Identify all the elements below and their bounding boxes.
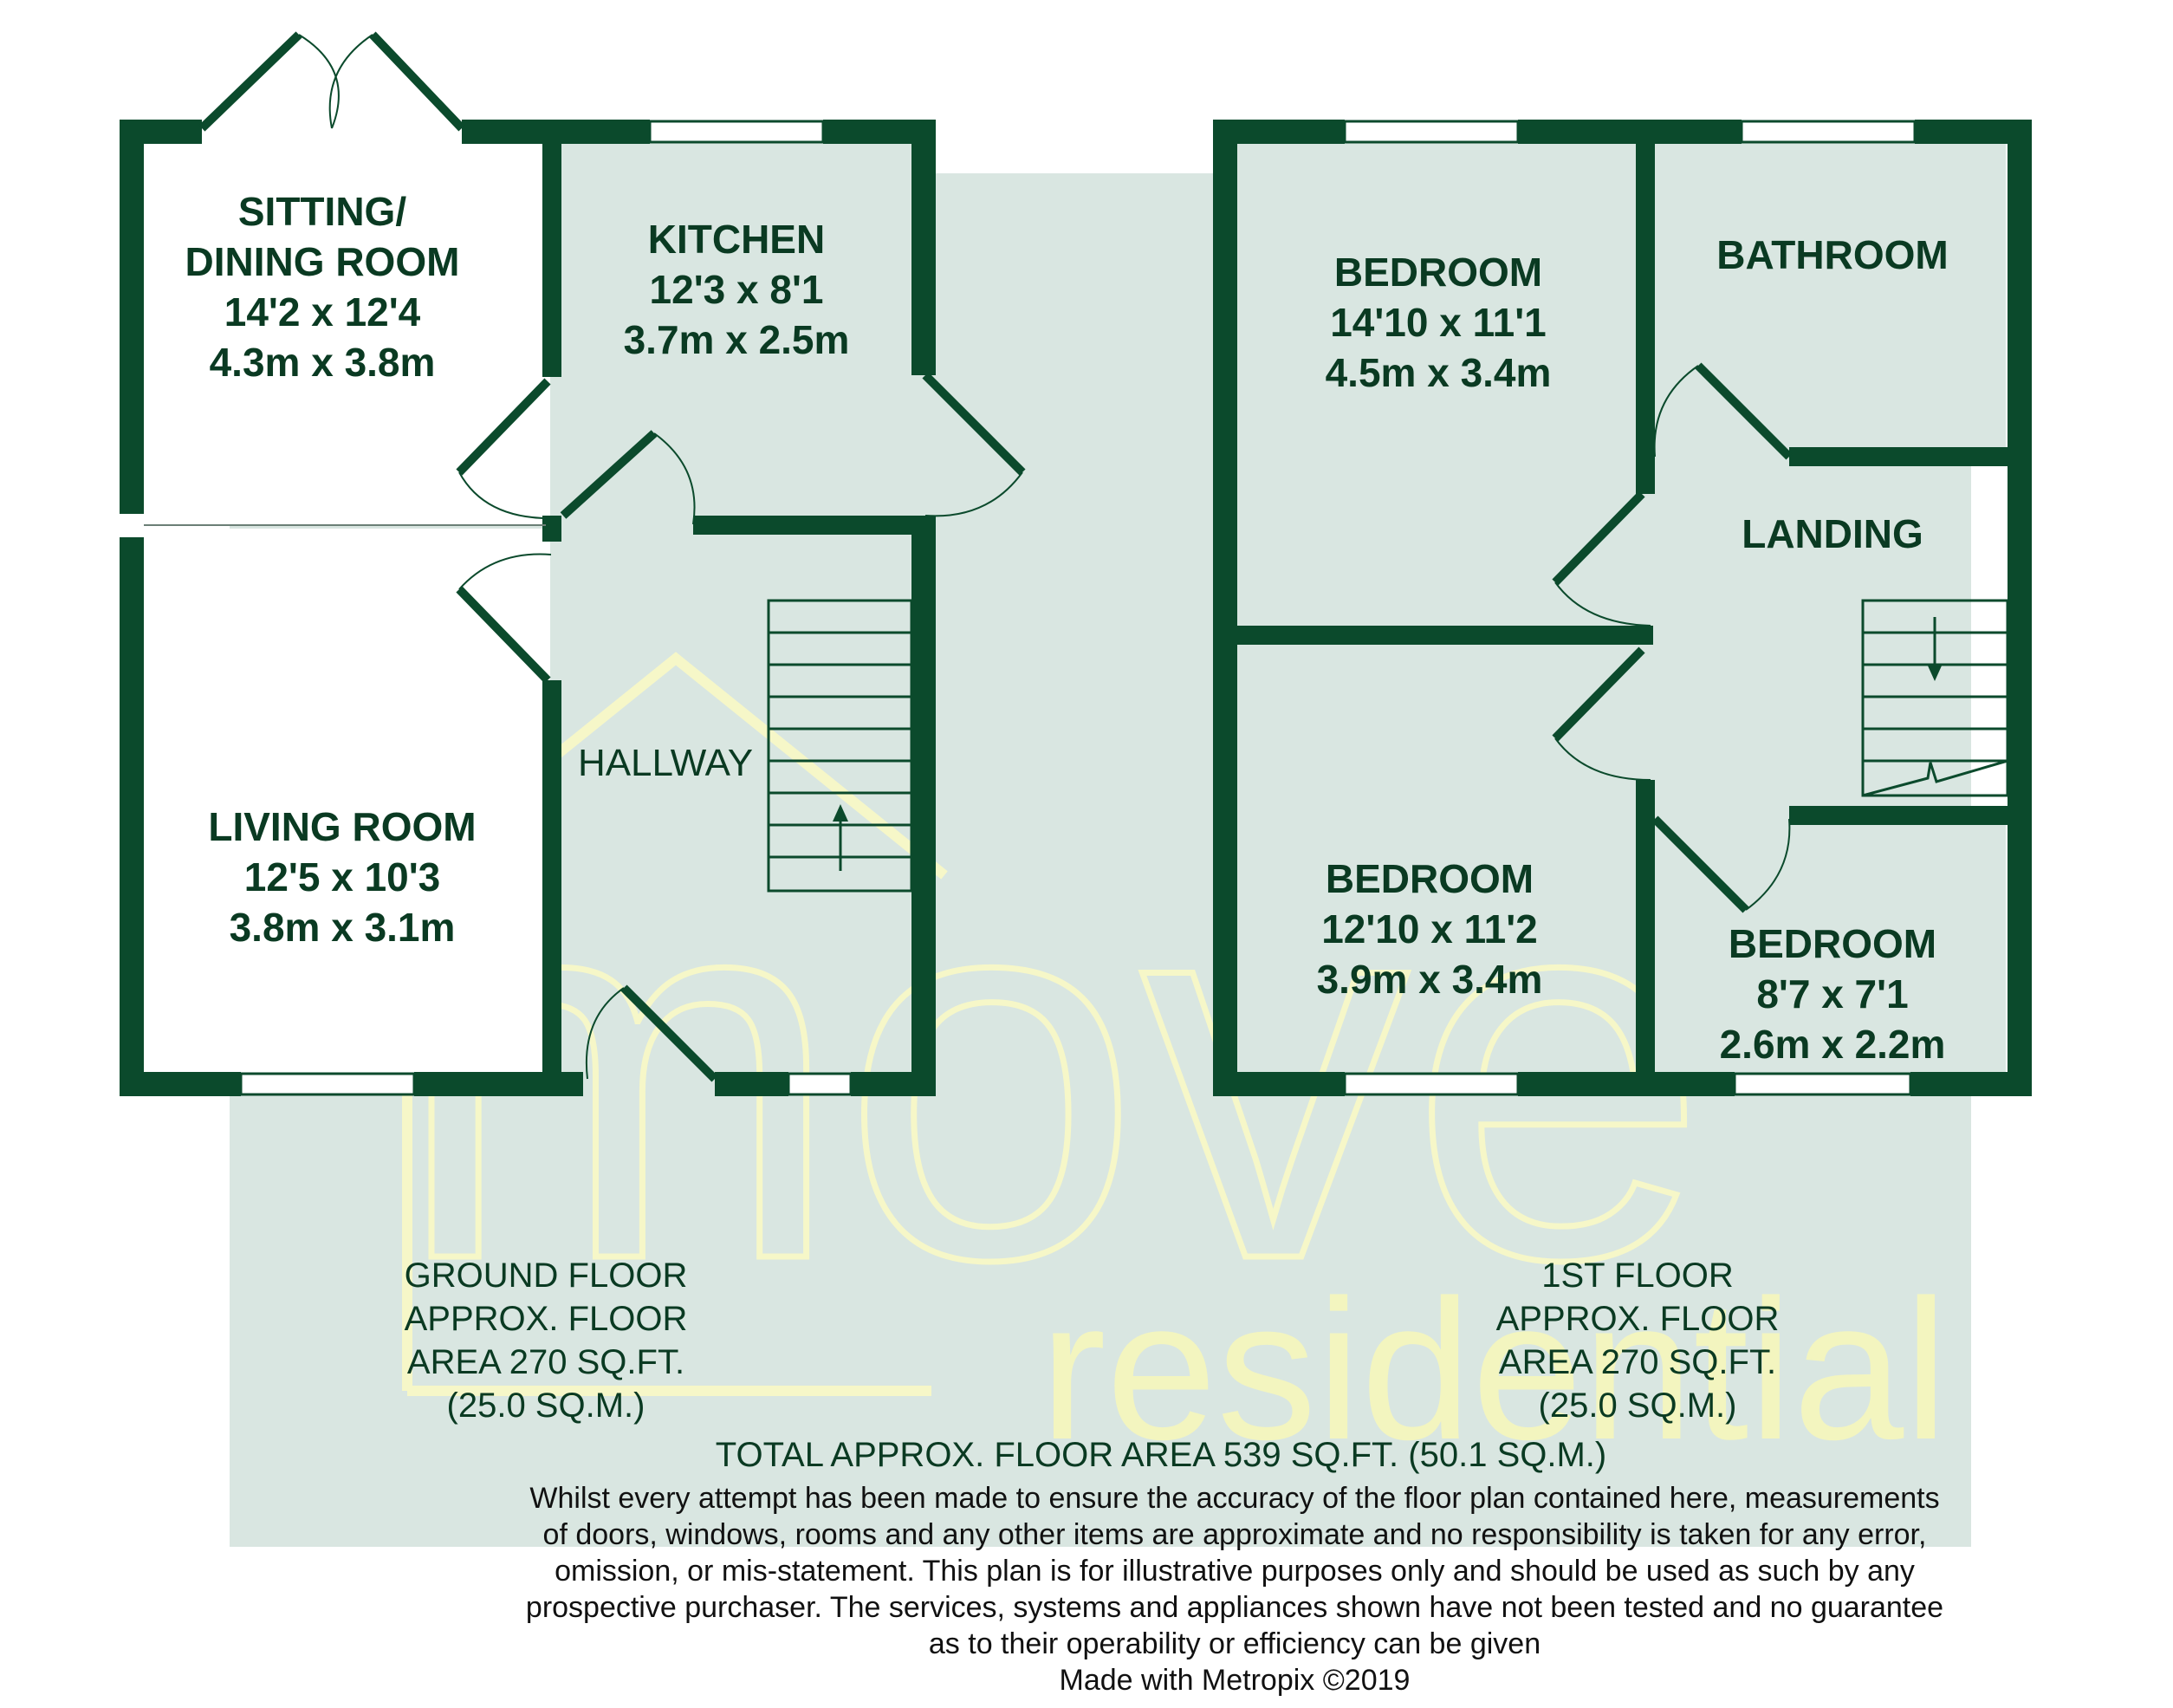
watermark-sub: residential xyxy=(1040,1258,1948,1481)
svg-text:12'5 x 10'3: 12'5 x 10'3 xyxy=(244,854,441,899)
svg-text:APPROX. FLOOR: APPROX. FLOOR xyxy=(1496,1300,1780,1338)
svg-text:8'7 x 7'1: 8'7 x 7'1 xyxy=(1756,971,1908,1016)
kitchen-floor xyxy=(559,139,914,520)
first-floor: BEDROOM 14'10 x 11'1 4.5m x 3.4m BATHROO… xyxy=(1213,120,2032,1425)
svg-text:14'2 x 12'4: 14'2 x 12'4 xyxy=(224,289,421,334)
svg-text:(25.0 SQ.M.): (25.0 SQ.M.) xyxy=(447,1387,645,1425)
svg-text:AREA 270 SQ.FT.: AREA 270 SQ.FT. xyxy=(407,1343,684,1381)
svg-text:12'3 x 8'1: 12'3 x 8'1 xyxy=(650,267,824,312)
svg-text:14'10 x 11'1: 14'10 x 11'1 xyxy=(1330,300,1547,345)
svg-text:KITCHEN: KITCHEN xyxy=(648,217,825,262)
first-windows xyxy=(1343,120,1917,1096)
ground-stairs xyxy=(767,599,913,893)
first-walls xyxy=(1213,120,2032,1096)
metropix-credit: Made with Metropix ©2019 xyxy=(1060,1664,1411,1697)
svg-text:3.7m x 2.5m: 3.7m x 2.5m xyxy=(624,317,850,362)
bathroom-label: BATHROOM xyxy=(1716,232,1948,277)
svg-text:of doors, windows, rooms and a: of doors, windows, rooms and any other i… xyxy=(543,1518,1927,1551)
svg-text:Whilst every attempt has been: Whilst every attempt has been made to en… xyxy=(529,1482,1939,1515)
bedroom3-floor xyxy=(1655,823,2006,1073)
svg-text:1ST FLOOR: 1ST FLOOR xyxy=(1541,1257,1734,1295)
svg-text:DINING ROOM: DINING ROOM xyxy=(185,239,460,284)
kitchen-label: KITCHEN 12'3 x 8'1 3.7m x 2.5m xyxy=(624,217,850,362)
svg-text:BEDROOM: BEDROOM xyxy=(1729,921,1936,966)
svg-text:as to their operability or eff: as to their operability or efficiency ca… xyxy=(929,1627,1541,1660)
svg-text:2.6m x 2.2m: 2.6m x 2.2m xyxy=(1720,1022,1946,1067)
ground-doors xyxy=(144,31,1026,1082)
svg-text:APPROX. FLOOR: APPROX. FLOOR xyxy=(405,1300,688,1338)
svg-text:3.9m x 3.4m: 3.9m x 3.4m xyxy=(1317,957,1543,1002)
ground-floor: SITTING/ DINING ROOM 14'2 x 12'4 4.3m x … xyxy=(120,31,1026,1425)
svg-text:LIVING ROOM: LIVING ROOM xyxy=(208,804,476,849)
svg-text:4.5m x 3.4m: 4.5m x 3.4m xyxy=(1326,350,1552,395)
svg-text:3.8m x 3.1m: 3.8m x 3.1m xyxy=(230,905,456,950)
watermark-main: move xyxy=(394,771,1708,1371)
svg-text:omission, or mis-statement. Th: omission, or mis-statement. This plan is… xyxy=(555,1555,1915,1588)
living-room-label: LIVING ROOM 12'5 x 10'3 3.8m x 3.1m xyxy=(208,804,476,950)
bathroom-floor xyxy=(1655,140,2006,448)
ground-windows xyxy=(239,120,853,1096)
landing-label: LANDING xyxy=(1742,511,1923,556)
sitting-room-floor xyxy=(143,139,550,524)
ground-floor-area: GROUND FLOOR APPROX. FLOOR AREA 270 SQ.F… xyxy=(405,1257,688,1425)
disclaimer: Whilst every attempt has been made to en… xyxy=(526,1482,1943,1660)
bedroom2-label: BEDROOM 12'10 x 11'2 3.9m x 3.4m xyxy=(1317,856,1543,1002)
svg-text:GROUND FLOOR: GROUND FLOOR xyxy=(405,1257,688,1295)
bedroom1-label: BEDROOM 14'10 x 11'1 4.5m x 3.4m xyxy=(1326,250,1552,395)
svg-text:BEDROOM: BEDROOM xyxy=(1334,250,1542,295)
bedroom3-label: BEDROOM 8'7 x 7'1 2.6m x 2.2m xyxy=(1720,921,1946,1067)
bedroom1-floor xyxy=(1237,140,1638,626)
svg-text:12'10 x 11'2: 12'10 x 11'2 xyxy=(1321,906,1538,951)
svg-text:4.3m x 3.8m: 4.3m x 3.8m xyxy=(210,340,436,385)
hallway-label: HALLWAY xyxy=(578,742,753,784)
living-room-floor xyxy=(143,529,550,1075)
svg-text:SITTING/: SITTING/ xyxy=(238,189,406,234)
svg-text:(25.0 SQ.M.): (25.0 SQ.M.) xyxy=(1539,1387,1737,1425)
svg-text:BEDROOM: BEDROOM xyxy=(1326,856,1534,901)
first-stairs xyxy=(1861,599,2009,797)
svg-text:prospective purchaser. The ser: prospective purchaser. The services, sys… xyxy=(526,1591,1943,1624)
first-floor-area: 1ST FLOOR APPROX. FLOOR AREA 270 SQ.FT. … xyxy=(1496,1257,1780,1425)
total-floor-area: TOTAL APPROX. FLOOR AREA 539 SQ.FT. (50.… xyxy=(716,1436,1606,1474)
watermark-logo: move residential xyxy=(392,652,1948,1481)
sitting-dining-room-label: SITTING/ DINING ROOM 14'2 x 12'4 4.3m x … xyxy=(185,189,460,385)
first-doors xyxy=(1552,362,1793,913)
ground-walls xyxy=(120,120,936,1096)
svg-text:AREA 270 SQ.FT.: AREA 270 SQ.FT. xyxy=(1499,1343,1776,1381)
